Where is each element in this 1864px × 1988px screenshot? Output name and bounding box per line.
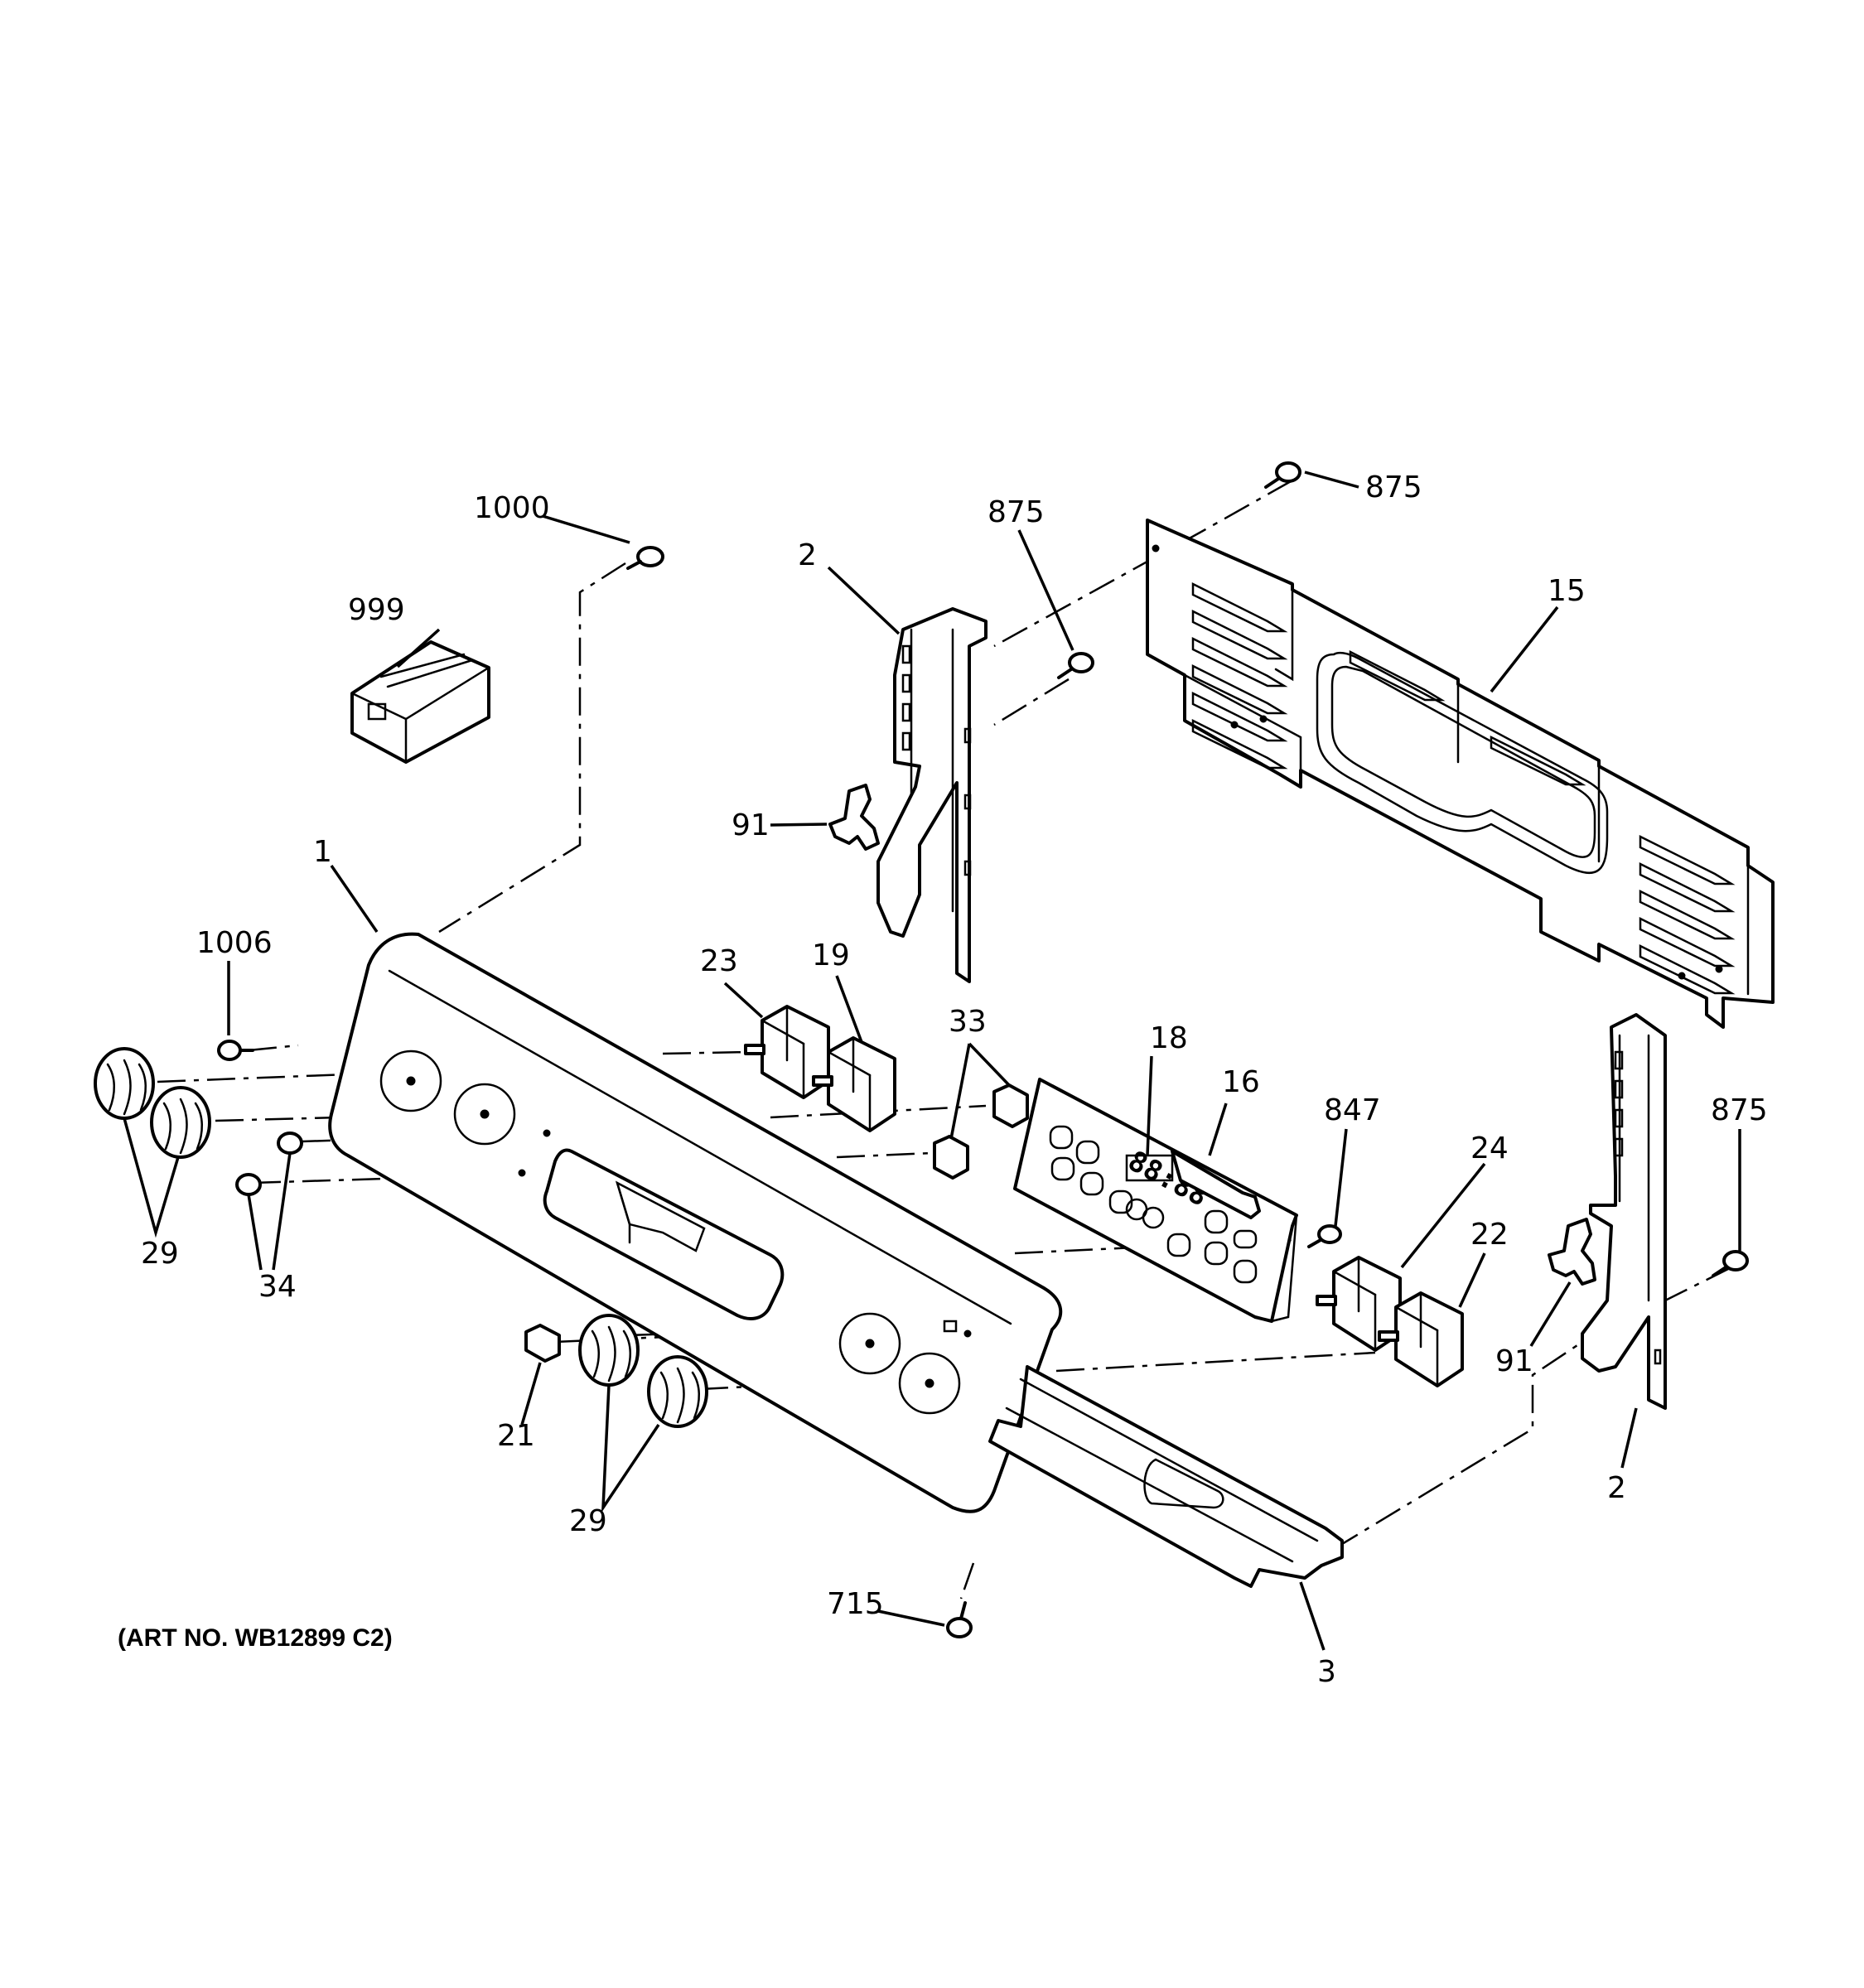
callout-1000: 1000: [474, 491, 550, 525]
part-1006-screw: [217, 1040, 254, 1061]
callout-29-left: 29: [141, 1237, 179, 1271]
part-15-rear-panel: [1146, 519, 1775, 1029]
part-29-knob-left-lower: [150, 1086, 211, 1159]
callout-91-left: 91: [732, 808, 770, 842]
callout-2-top: 2: [798, 538, 817, 572]
part-1000-screw: [626, 546, 664, 570]
part-22-switch: [1378, 1291, 1464, 1387]
part-875-screw-mid: [1057, 652, 1094, 679]
callout-875-c: 875: [1711, 1093, 1768, 1127]
part-23-switch: [744, 1005, 830, 1099]
callout-24: 24: [1470, 1132, 1509, 1165]
callout-34: 34: [258, 1270, 297, 1304]
callout-18: 18: [1150, 1021, 1188, 1055]
art-number: (ART NO. WB12899 C2): [118, 1624, 393, 1652]
part-29-knob-bottom-lower: [647, 1355, 708, 1428]
callout-22: 22: [1470, 1218, 1509, 1252]
part-33-rocker-lower: [933, 1135, 969, 1180]
part-847-screw: [1307, 1224, 1342, 1248]
part-34-indicator-a: [277, 1132, 303, 1155]
callout-847: 847: [1324, 1093, 1381, 1127]
callout-21: 21: [497, 1419, 535, 1453]
part-875-screw-top: [1264, 461, 1301, 489]
callout-875-a: 875: [988, 495, 1045, 529]
callout-999: 999: [348, 593, 405, 627]
callout-23: 23: [700, 944, 738, 978]
leader-lines: [123, 470, 1741, 1651]
callout-2-bottom: 2: [1607, 1471, 1626, 1505]
callout-19: 19: [812, 939, 850, 972]
part-29-knob-left-upper: [94, 1047, 155, 1120]
part-2-bracket-top: [876, 607, 988, 983]
part-21-lamp: [524, 1324, 561, 1363]
callout-3: 3: [1317, 1655, 1336, 1689]
part-91-clip-right: [1548, 1218, 1596, 1286]
part-19-switch: [812, 1036, 896, 1132]
part-91-clip-left: [828, 784, 880, 851]
callout-875-b: 875: [1365, 470, 1422, 504]
callout-91-right: 91: [1495, 1344, 1533, 1378]
part-875-screw-right: [1712, 1250, 1749, 1277]
callout-15: 15: [1548, 574, 1586, 608]
part-715-screw: [946, 1601, 973, 1638]
part-34-indicator-b: [235, 1173, 262, 1196]
callout-1006: 1006: [196, 926, 273, 960]
part-33-rocker-upper: [992, 1083, 1029, 1128]
part-2-bracket-bottom: [1581, 1013, 1667, 1410]
part-1-control-panel: [328, 932, 1063, 1513]
callout-16: 16: [1222, 1065, 1260, 1099]
callout-1: 1: [313, 835, 332, 869]
callout-33: 33: [949, 1005, 987, 1039]
part-29-knob-bottom-upper: [578, 1314, 640, 1387]
callout-29-bottom: 29: [569, 1504, 607, 1538]
callout-labels: 1000 999 2 875 875 15 91 1 1006 23 19 33…: [118, 470, 1768, 1689]
part-999-box: [350, 640, 490, 764]
callout-715: 715: [827, 1587, 884, 1621]
part-18-board: [1171, 1150, 1261, 1219]
part-3-trim-strip: [988, 1365, 1344, 1588]
